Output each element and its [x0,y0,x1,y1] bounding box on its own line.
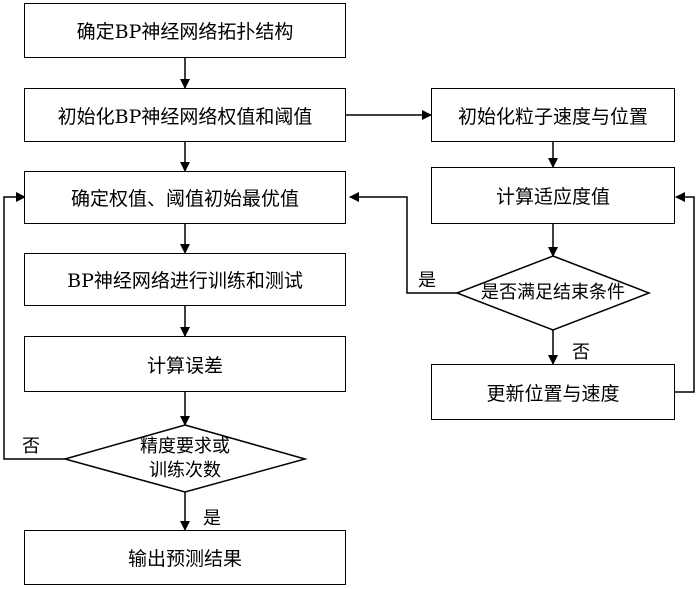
step-init-particles-label: 初始化粒子速度与位置 [457,105,648,128]
left-decision-line2: 训练次数 [149,460,221,481]
left-no-label: 否 [22,436,40,457]
right-no-label: 否 [572,342,590,363]
right-yes-label: 是 [418,270,436,291]
step-compute-error: 计算误差 [24,336,346,392]
step-update-position-label: 更新位置与速度 [486,382,620,405]
left-yes-label: 是 [203,508,221,529]
step-init-weights-label: 初始化BP神经网络权值和阈值 [57,105,313,128]
arrow-decision-no-loop [3,192,65,460]
step-compute-fitness: 计算适应度值 [431,167,675,224]
step-define-topology: 确定BP神经网络拓扑结构 [24,3,346,58]
right-decision-diamond [454,255,652,331]
step-optimal-weights-label: 确定权值、阈值初始最优值 [70,188,299,210]
right-decision-label: 是否满足结束条件 [481,282,625,303]
step-output-results-label: 输出预测结果 [127,548,242,570]
arrow-update-loop [675,192,695,393]
step-optimal-weights: 确定权值、阈值初始最优值 [24,171,346,224]
left-decision-line1: 精度要求或 [140,436,230,457]
step-init-weights: 初始化BP神经网络权值和阈值 [24,88,346,142]
right-decision-text: 是否满足结束条件 [463,281,643,305]
step-define-topology-label: 确定BP神经网络拓扑结构 [76,21,294,43]
arrow-right-decision-yes [349,192,457,294]
step-update-position: 更新位置与速度 [431,364,675,420]
step-train-test-label: BP神经网络进行训练和测试 [67,270,303,292]
step-output-results: 输出预测结果 [24,530,346,585]
step-compute-fitness-label: 计算适应度值 [495,186,610,208]
step-train-test: BP神经网络进行训练和测试 [24,253,346,306]
step-compute-error-label: 计算误差 [146,354,223,377]
left-decision-diamond [62,424,308,493]
step-init-particles: 初始化粒子速度与位置 [431,88,675,142]
left-decision-text: 精度要求或 训练次数 [105,435,265,483]
